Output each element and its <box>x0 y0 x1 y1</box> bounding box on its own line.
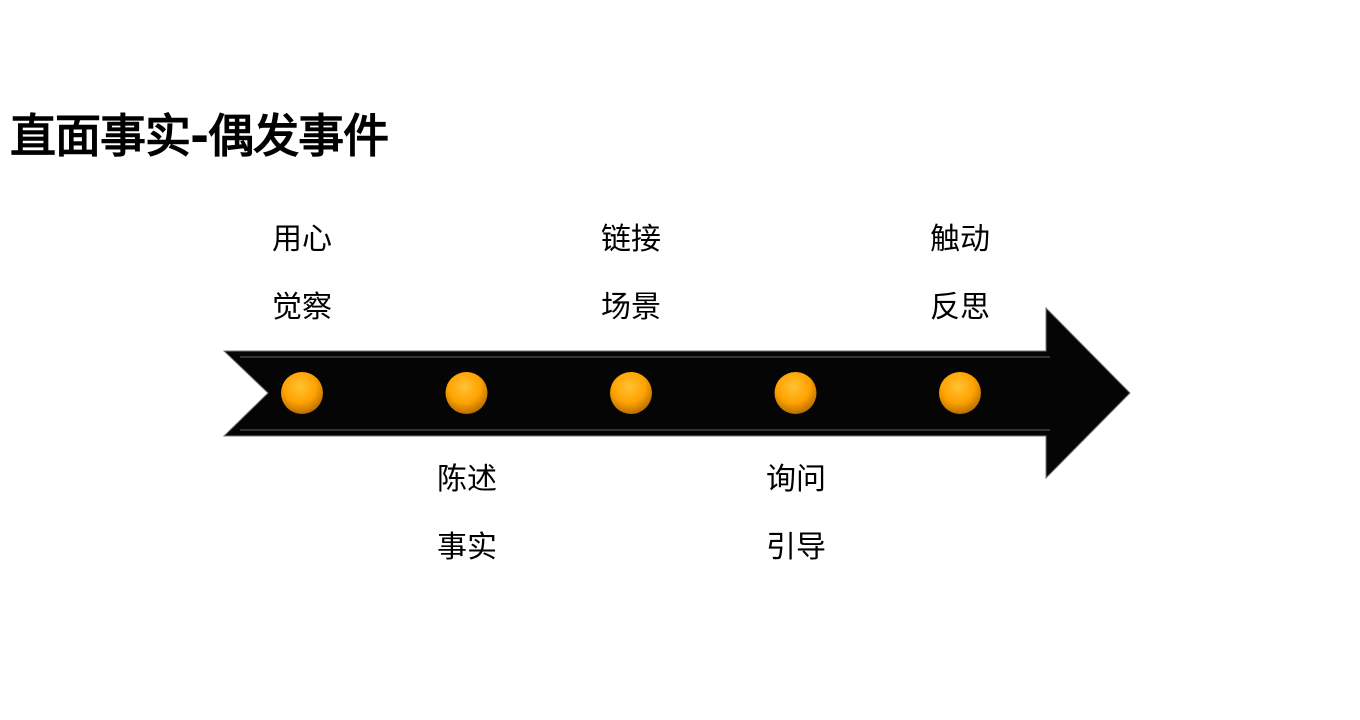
step-dot-2 <box>445 372 488 414</box>
step-label-4: 询问引导 <box>766 462 826 565</box>
step-dot-5 <box>939 372 981 414</box>
step-label-3: 链接场景 <box>601 222 661 325</box>
slide-title: 直面事实-偶发事件 <box>10 109 389 163</box>
step-dot-3 <box>610 372 652 414</box>
step-label-2: 陈述事实 <box>437 462 497 565</box>
step-dot-4 <box>774 372 817 414</box>
step-dot-1 <box>281 372 323 414</box>
arrow-body <box>222 306 1131 480</box>
step-label-1: 用心觉察 <box>272 222 332 325</box>
step-label-5: 触动反思 <box>930 222 990 325</box>
